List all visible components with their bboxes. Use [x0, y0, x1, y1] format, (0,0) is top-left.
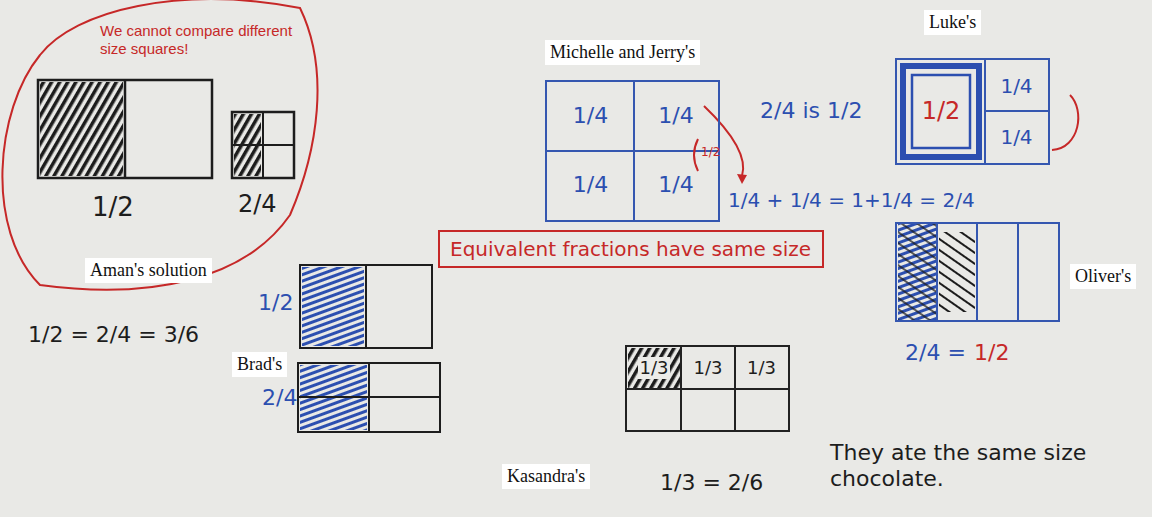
grid-lines-part [936, 222, 938, 322]
shading-part [898, 224, 936, 320]
name-tag: Luke's [924, 10, 981, 35]
red-marks-part [704, 106, 743, 176]
grid-cell: 1/4 [985, 111, 1048, 163]
grid-cell: 1/3 [681, 347, 735, 389]
grid-lines-part [976, 222, 978, 322]
shading-part [939, 232, 975, 312]
fraction-text: 1/4 [658, 172, 693, 198]
fraction-label: 2/4 [238, 190, 277, 219]
fraction-grid: Luke's1/21/41/4 [895, 58, 1050, 165]
grid-cell: 1/3 [627, 347, 681, 389]
loop-outline-path [2, 0, 317, 290]
fraction-label: 1/2 [258, 290, 293, 316]
name-tag: Michelle and Jerry's [545, 40, 700, 65]
equation-text: 1/2 = 2/4 = 3/6 [28, 322, 199, 348]
brad-rectangles-part [365, 265, 367, 348]
equation-text: 1/4 + 1/4 = 1+1/4 = 2/4 [728, 188, 975, 212]
name-tag: Brad's [232, 352, 287, 377]
note-text: Equivalent fractions have same size [450, 237, 811, 261]
grid-lines-part [985, 110, 1050, 112]
brad-rectangles [298, 265, 440, 432]
equation-text: 2/4 = [905, 340, 966, 366]
grid-lines-part [625, 388, 790, 390]
note-text: They ate the same size chocolate. [830, 440, 1140, 493]
shading-part [912, 75, 970, 148]
name-tag: Oliver's [1070, 264, 1136, 289]
red-marks-part [694, 139, 698, 171]
fraction-text: 1/3 [638, 357, 671, 379]
fraction-label: 1/2 [974, 340, 1009, 366]
aman-squares-part [232, 144, 294, 146]
note-text: We cannot compare different size squares… [100, 22, 295, 58]
name-tag: Kasandra's [502, 464, 590, 489]
equation-text: 1/3 = 2/6 [660, 470, 763, 496]
aman-squares [38, 80, 294, 178]
shading [628, 66, 979, 388]
red-marks [694, 95, 1078, 184]
aman-squares-part [232, 112, 294, 178]
aman-squares-part [124, 80, 127, 178]
grid-lines-part [1017, 222, 1019, 322]
name-tag: Aman's solution [85, 258, 212, 283]
equation-text: 2/4 is 1/2 [760, 98, 862, 124]
shading-part [628, 348, 680, 388]
fraction-text: 1/4 [1000, 74, 1032, 98]
fraction-text: 1/3 [747, 357, 776, 379]
red-marks-part [737, 174, 747, 184]
note-box: Equivalent fractions have same size [438, 230, 824, 268]
fraction-text: 1/2 [922, 97, 961, 126]
grid-cell: 1/3 [735, 347, 788, 389]
red-marks-part [1052, 95, 1078, 150]
brad-rectangles-part [302, 267, 364, 346]
fraction-grid: Kasandra's1/31/31/3 [625, 345, 790, 432]
fraction-text: 1/4 [573, 172, 608, 198]
fraction-label: 1/2 [701, 145, 720, 159]
fraction-strip: Oliver's [895, 222, 1060, 322]
aman-squares-part [40, 82, 123, 176]
fraction-label: 1/2 [92, 192, 134, 223]
fraction-label: 2/4 [262, 385, 297, 411]
grid-cell: 1/4 [634, 151, 718, 220]
fraction-grid: Michelle and Jerry's1/41/41/41/4 [545, 80, 720, 222]
fraction-text: 1/4 [658, 103, 693, 129]
grid-cell: 1/4 [547, 82, 634, 151]
fraction-text: 1/3 [694, 357, 723, 379]
grid-cell: 1/2 [897, 60, 985, 163]
grid-cell: 1/4 [985, 60, 1048, 111]
grid-cell: 1/4 [634, 82, 718, 151]
aman-squares-part [38, 80, 212, 178]
fraction-text: 1/4 [1000, 125, 1032, 149]
brad-rectangles-part [300, 265, 432, 348]
fraction-text: 1/4 [573, 103, 608, 129]
grid-cell: 1/4 [547, 151, 634, 220]
shading-part [903, 66, 979, 157]
shading-part [898, 224, 936, 320]
brad-rectangles-part [298, 363, 440, 432]
brad-rectangles-part [298, 396, 440, 398]
